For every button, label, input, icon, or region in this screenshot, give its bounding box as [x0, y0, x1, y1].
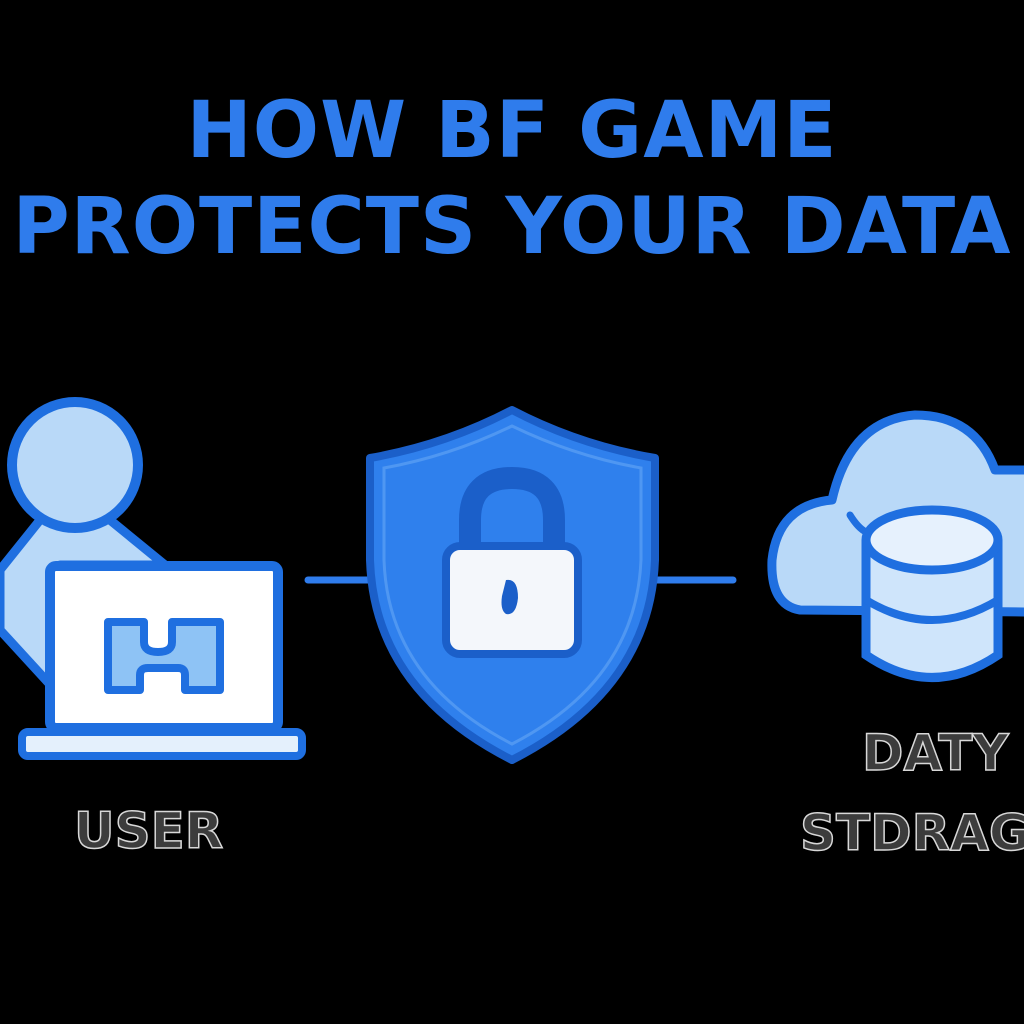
game-logo-icon	[104, 618, 224, 694]
user-label: USER	[73, 802, 224, 860]
cloud-database-icon	[767, 410, 1024, 682]
laptop-icon	[18, 561, 306, 760]
title-line-1: HOW BF GAME	[186, 86, 838, 176]
storage-label-line-1: DATY	[861, 724, 1009, 782]
storage-label-line-2: STDRAGO	[799, 804, 1024, 862]
title-line-2: PROTECTS YOUR DATA	[12, 182, 1012, 272]
shield-lock-icon	[366, 406, 659, 764]
lock-shackle	[459, 466, 565, 548]
keyhole	[501, 579, 518, 615]
